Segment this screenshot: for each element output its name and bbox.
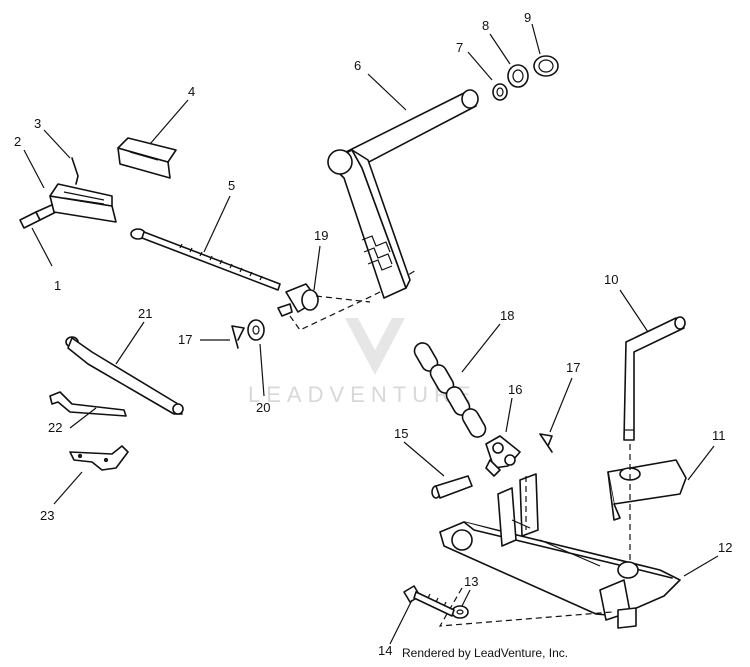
part-10-handle bbox=[623, 316, 686, 441]
callout-9: 9 bbox=[524, 10, 531, 25]
callout-2: 2 bbox=[14, 134, 21, 149]
part-7-clip bbox=[492, 83, 508, 101]
callout-17-left: 17 bbox=[178, 332, 192, 347]
part-13-nut bbox=[451, 605, 469, 619]
callout-3: 3 bbox=[34, 116, 41, 131]
part-6-shaft bbox=[327, 89, 479, 299]
callout-labels: 1 2 3 4 5 6 7 8 9 10 11 12 13 14 15 16 1… bbox=[14, 10, 732, 658]
watermark-text: LEADVENTURE bbox=[248, 382, 477, 407]
part-17-cotter-left bbox=[231, 325, 245, 349]
part-14-bolt bbox=[403, 585, 455, 617]
callout-11: 11 bbox=[712, 428, 726, 443]
part-22-bent-rod bbox=[49, 391, 127, 417]
callout-15: 15 bbox=[394, 426, 408, 441]
part-4-plate bbox=[117, 137, 177, 179]
callout-16: 16 bbox=[508, 382, 522, 397]
callout-7: 7 bbox=[456, 40, 463, 55]
callout-14: 14 bbox=[378, 643, 392, 658]
callout-1: 1 bbox=[54, 278, 61, 293]
callout-17-right: 17 bbox=[566, 360, 580, 375]
callout-22: 22 bbox=[48, 420, 62, 435]
callout-10: 10 bbox=[604, 272, 618, 287]
callout-23: 23 bbox=[40, 508, 54, 523]
callout-13: 13 bbox=[464, 574, 478, 589]
part-11-block bbox=[607, 459, 687, 521]
callout-21: 21 bbox=[138, 306, 152, 321]
part-18-chain bbox=[413, 342, 487, 438]
leader-lines bbox=[23, 23, 719, 645]
part-8-washer bbox=[507, 64, 529, 88]
callout-12: 12 bbox=[718, 540, 732, 555]
part-15-pin bbox=[431, 475, 473, 499]
part-17-cotter-right bbox=[539, 433, 553, 453]
part-5-rod bbox=[130, 228, 281, 291]
callout-5: 5 bbox=[228, 178, 235, 193]
part-23-bracket bbox=[69, 445, 129, 471]
watermark: LEADVENTURE bbox=[248, 318, 477, 407]
footer-credit: Rendered by LeadVenture, Inc. bbox=[402, 646, 569, 660]
callout-18: 18 bbox=[500, 308, 514, 323]
part-3-cotter bbox=[71, 157, 79, 185]
part-20-washer bbox=[247, 319, 265, 341]
part-9-ring bbox=[533, 55, 559, 77]
callout-8: 8 bbox=[482, 18, 489, 33]
callout-19: 19 bbox=[314, 228, 328, 243]
callout-4: 4 bbox=[188, 84, 195, 99]
part-12-frame bbox=[439, 473, 681, 629]
callout-20: 20 bbox=[256, 400, 270, 415]
part-2-link bbox=[49, 183, 117, 223]
callout-6: 6 bbox=[354, 58, 361, 73]
part-16-clevis bbox=[485, 435, 521, 477]
part-19-trunnion bbox=[277, 283, 319, 317]
part-21-rod bbox=[65, 336, 184, 415]
